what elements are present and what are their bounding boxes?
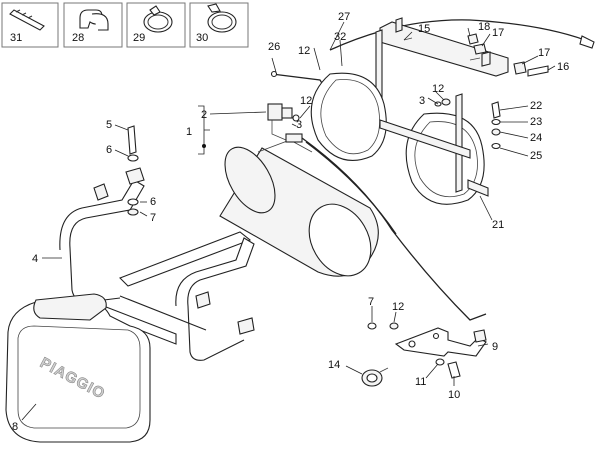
washer-6 bbox=[127, 154, 139, 162]
callout-8: 8 bbox=[12, 421, 18, 433]
washer-23 bbox=[491, 118, 501, 126]
callout-3: 3 bbox=[296, 119, 302, 131]
nut-18 bbox=[467, 33, 479, 45]
callout-17a: 17 bbox=[492, 27, 504, 39]
callout-27: 27 bbox=[338, 11, 350, 23]
callout-7: 7 bbox=[150, 212, 156, 224]
air-hose bbox=[301, 137, 487, 321]
bolt-5 bbox=[127, 125, 137, 155]
callout-9: 9 bbox=[492, 341, 498, 353]
callout-26: 26 bbox=[268, 41, 280, 53]
callout-23: 23 bbox=[530, 116, 542, 128]
callout-24: 24 bbox=[530, 132, 542, 144]
cable-tie-icon bbox=[9, 9, 45, 31]
tank-strap-left bbox=[310, 72, 387, 161]
callout-21: 21 bbox=[492, 219, 504, 231]
callout-25: 25 bbox=[530, 150, 542, 162]
callout-1: 1 bbox=[186, 126, 192, 138]
knob-14 bbox=[361, 367, 389, 387]
bracket-9 bbox=[394, 327, 487, 357]
clip-17b bbox=[513, 61, 527, 75]
frame-15 bbox=[375, 17, 509, 103]
callout-4: 4 bbox=[32, 253, 38, 265]
inset-box-28: 28 bbox=[63, 2, 123, 48]
washer-11 bbox=[435, 358, 445, 366]
callout-6: 6 bbox=[106, 144, 112, 156]
cover-8: PIAGGIO bbox=[5, 293, 151, 443]
callout-17b: 17 bbox=[538, 47, 550, 59]
washer-25 bbox=[491, 142, 501, 150]
inset-label-28: 28 bbox=[72, 32, 84, 44]
callout-16: 16 bbox=[557, 61, 569, 73]
callout-7b: 7 bbox=[368, 296, 374, 308]
valve-assembly bbox=[267, 103, 303, 143]
callout-3-right: 3 bbox=[419, 95, 425, 107]
washer-6b bbox=[127, 198, 139, 206]
callout-14: 14 bbox=[328, 359, 340, 371]
nut-7 bbox=[127, 208, 139, 216]
nut-12 bbox=[389, 322, 399, 330]
callout-labels: 1 2 3 3 4 5 6 6 7 7 8 9 10 11 12 12 12 1… bbox=[12, 11, 569, 433]
inset-box-31: 31 bbox=[1, 2, 59, 48]
callout-5: 5 bbox=[106, 119, 112, 131]
callout-12d: 12 bbox=[392, 301, 404, 313]
inset-box-29: 29 bbox=[126, 2, 186, 48]
callout-22: 22 bbox=[530, 100, 542, 112]
callout-12c: 12 bbox=[432, 83, 444, 95]
callout-32: 32 bbox=[334, 31, 346, 43]
nut-12-right bbox=[441, 98, 451, 106]
callout-2: 2 bbox=[201, 109, 207, 121]
inset-box-30: 30 bbox=[189, 2, 249, 48]
callout-12b: 12 bbox=[300, 95, 312, 107]
bolt-10 bbox=[447, 361, 461, 379]
frame-21 bbox=[379, 93, 489, 197]
cable-27 bbox=[329, 19, 586, 51]
support-frame-4 bbox=[59, 167, 255, 361]
bolt-16 bbox=[527, 65, 549, 77]
clip-17a bbox=[473, 43, 487, 55]
air-tank bbox=[219, 139, 379, 277]
inset-label-31: 31 bbox=[10, 32, 22, 44]
callout-11: 11 bbox=[415, 376, 426, 388]
callout-15: 15 bbox=[418, 23, 430, 35]
washer-7 bbox=[367, 322, 377, 330]
bolt-22 bbox=[491, 101, 501, 119]
nut-24 bbox=[491, 128, 501, 136]
callout-18: 18 bbox=[478, 21, 490, 33]
tank-strap-right bbox=[405, 112, 485, 205]
callout-12a: 12 bbox=[298, 45, 310, 57]
inset-label-30: 30 bbox=[196, 32, 208, 44]
callout-10: 10 bbox=[448, 389, 460, 401]
inset-label-29: 29 bbox=[133, 32, 145, 44]
callout-6b: 6 bbox=[150, 196, 156, 208]
